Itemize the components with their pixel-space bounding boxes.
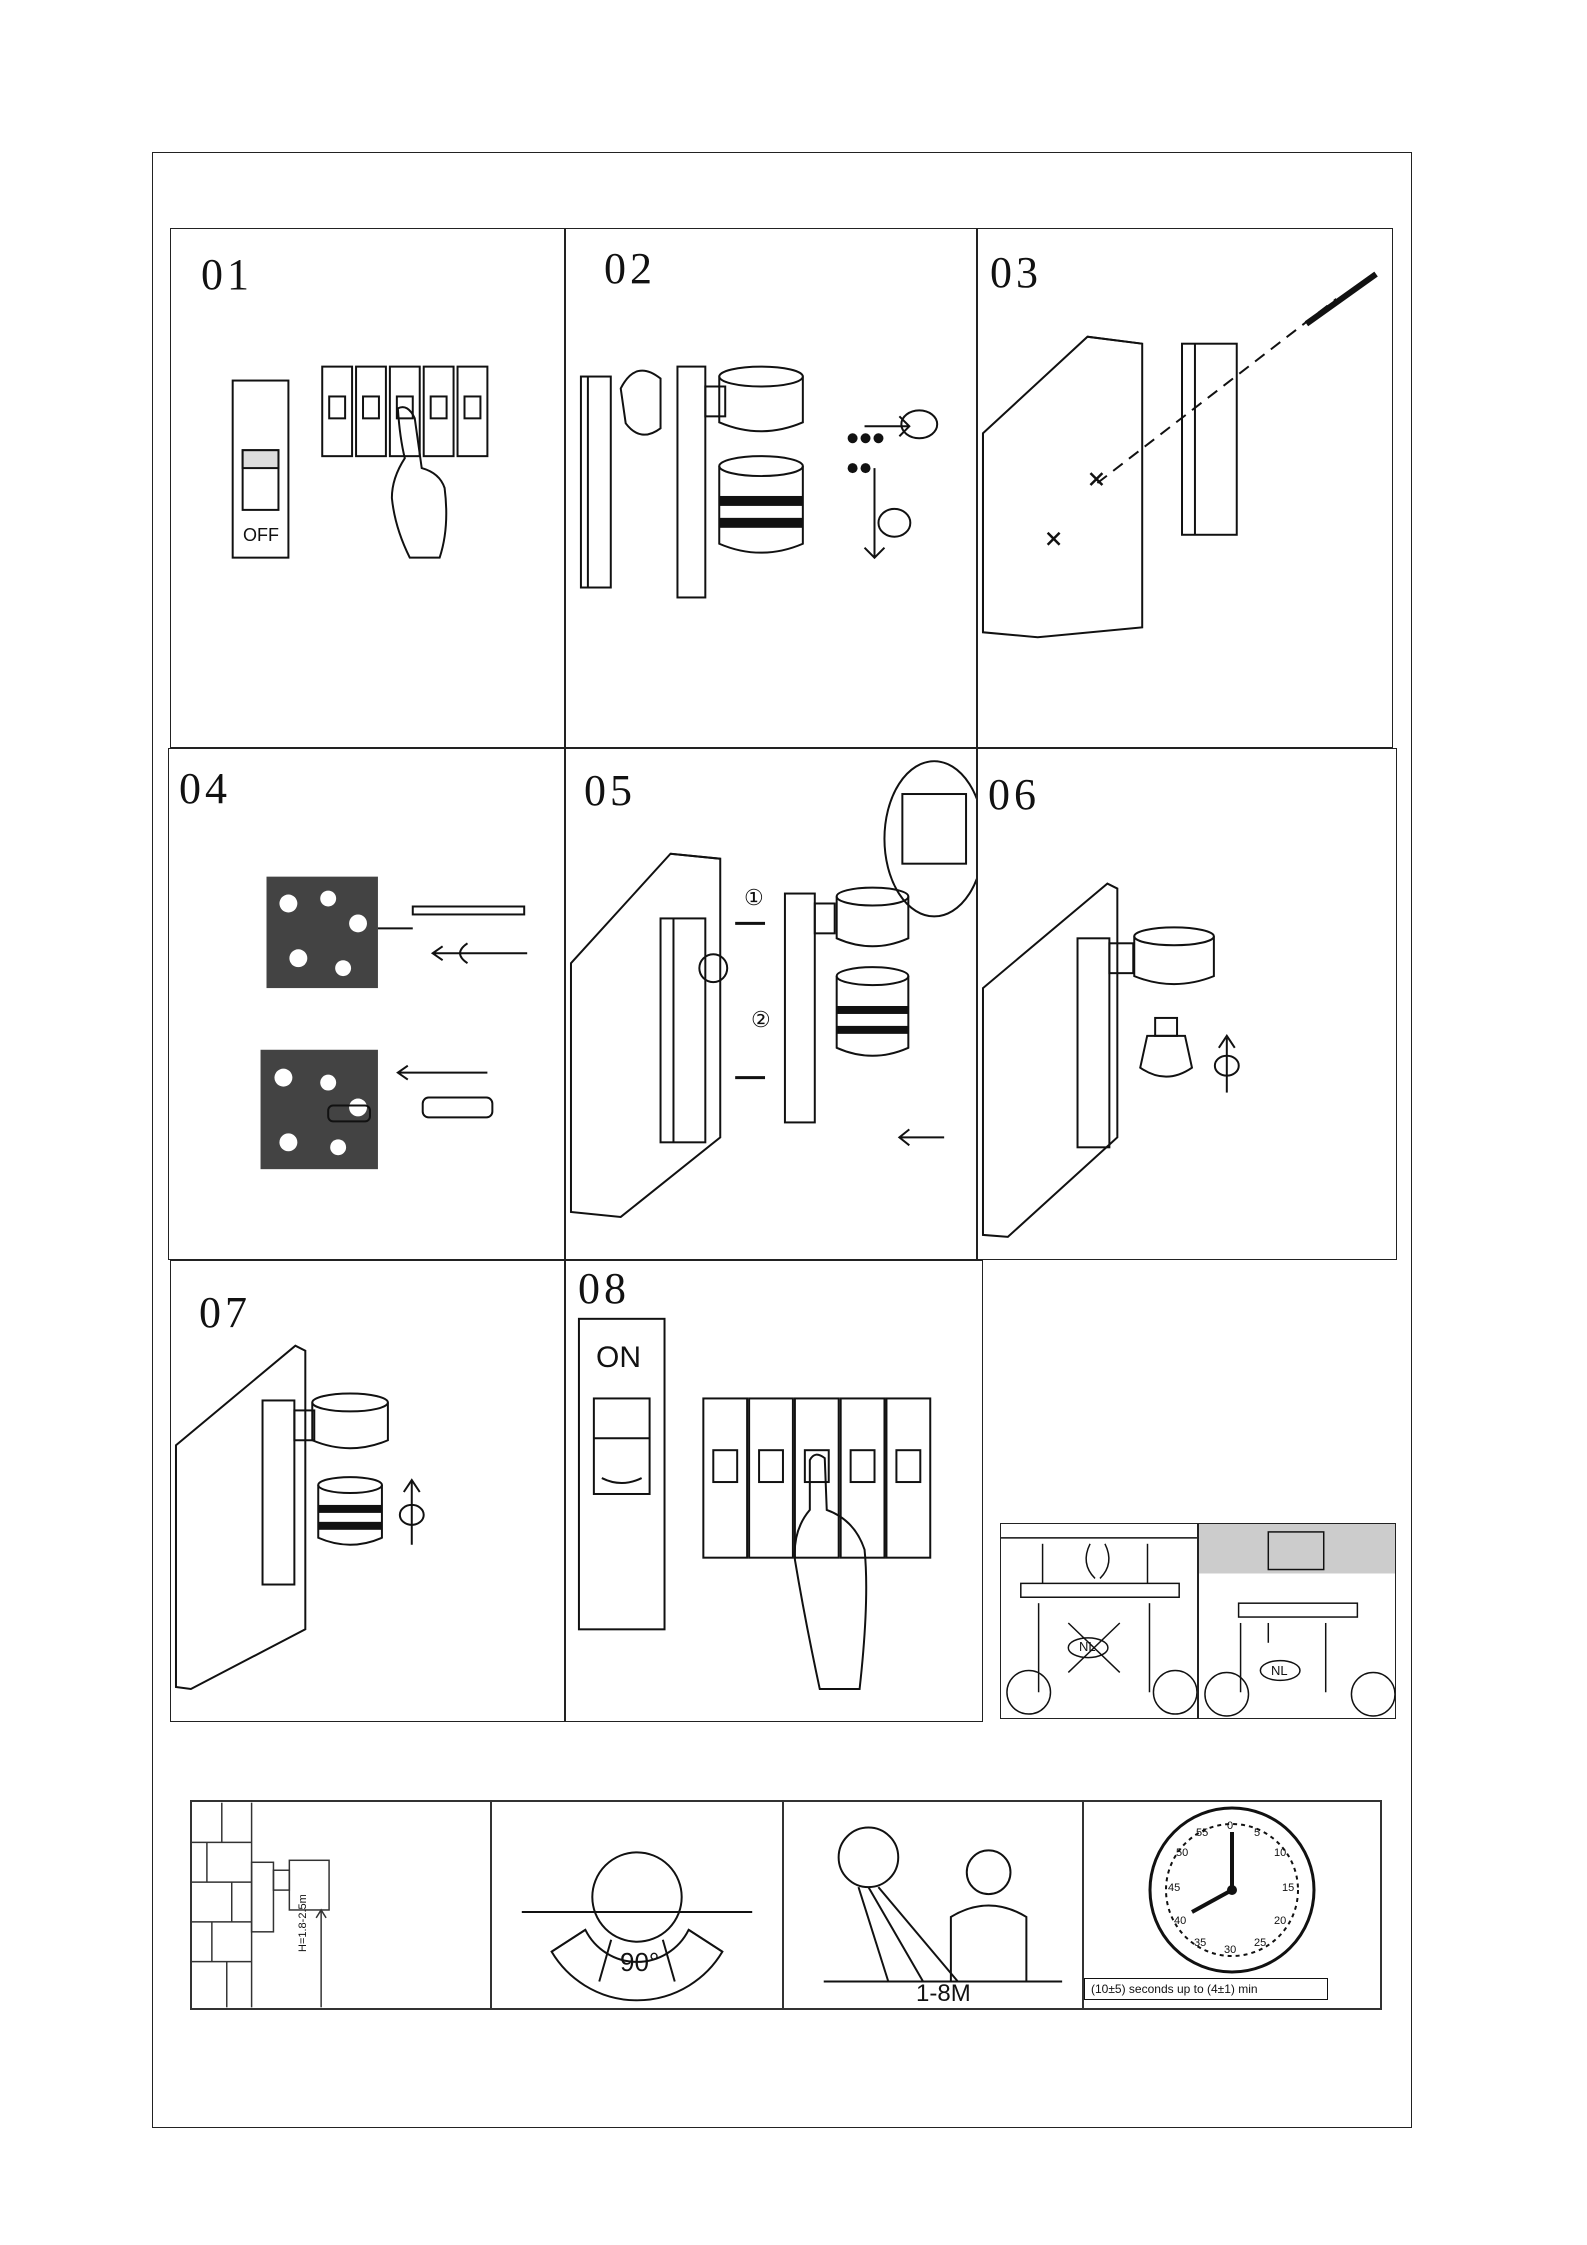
ceiling-mount-illustration [1199,1524,1395,1718]
brick-wall-illustration [192,1802,490,2008]
time-delay-label: (10±5) seconds up to (4±1) min [1084,1978,1328,2000]
step-03-panel: 03 [977,228,1393,748]
dial-number: 15 [1282,1882,1294,1894]
step-05-panel: 05 ① ② [565,748,977,1260]
detection-distance-cell: 1-8M [784,1802,1084,2008]
wire-label-2: ② [751,1007,771,1033]
insert-bulb-illustration [978,749,1396,1259]
angle-label: 90° [620,1947,659,1978]
dial-number: 5 [1254,1827,1260,1839]
disassembly-illustration [566,229,976,747]
drill-and-plug-illustration [169,749,564,1259]
dial-number: 10 [1274,1847,1286,1859]
dial-number: 25 [1254,1937,1266,1949]
distance-label: 1-8M [916,1980,971,2008]
ceiling-mount-panel-1: NL [1000,1523,1198,1719]
detection-angle-cell: 90° [492,1802,784,2008]
step-06-panel: 06 [977,748,1397,1260]
dial-number: 55 [1196,1827,1208,1839]
step-07-panel: 07 [170,1260,565,1722]
mounting-height-cell: H=1.8-2.5m [192,1802,492,2008]
dial-number: 40 [1174,1915,1186,1927]
dial-number: 20 [1274,1915,1286,1927]
step-08-panel: 08 ON [565,1260,983,1722]
dial-number: 45 [1168,1882,1180,1894]
spec-strip: H=1.8-2.5m 90° 1-8M [190,1800,1382,2010]
dial-number: 30 [1224,1944,1236,1956]
detection-distance-illustration [784,1802,1082,2008]
dial-number: 35 [1194,1937,1206,1949]
mark-drill-holes-illustration [978,229,1392,747]
dial-number: 50 [1176,1847,1188,1859]
time-delay-cell: 0 5 10 15 20 25 30 35 40 45 50 55 (10±5)… [1084,1802,1380,2008]
attach-cover-illustration [171,1261,564,1721]
off-label: OFF [243,525,279,546]
breaker-on-illustration [566,1261,982,1721]
dial-number: 0 [1227,1820,1233,1832]
wire-label-1: ① [744,885,764,911]
step-01-panel: 01 OFF [170,228,565,748]
step-02-panel: 02 [565,228,977,748]
nl-badge: NL [1271,1663,1288,1678]
nl-badge: NL [1079,1639,1096,1654]
breaker-off-illustration [171,229,564,747]
height-label: H=1.8-2.5m [297,1894,309,1952]
on-label: ON [596,1341,641,1375]
step-04-panel: 04 [168,748,565,1260]
ceiling-mount-illustration [1001,1524,1197,1718]
ceiling-mount-panel-2: NL [1198,1523,1396,1719]
wiring-and-mount-illustration [566,749,976,1259]
